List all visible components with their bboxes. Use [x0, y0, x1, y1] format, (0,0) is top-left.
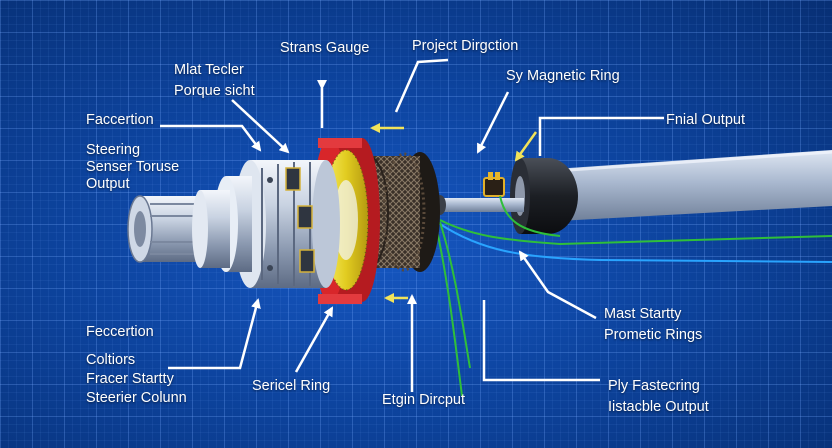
input-shaft [127, 190, 230, 268]
signal-wires [435, 195, 832, 397]
sensor-housing [214, 160, 340, 288]
label-mast-startty: Mast Startty Prometic Rings [604, 306, 703, 343]
label-facception-top: Faccertion [86, 112, 154, 128]
label-steering-sensor: Steering Senser Toruse Output [86, 142, 180, 192]
accent-arrows [370, 123, 538, 303]
label-facception-bottom: Feccertion [86, 324, 154, 340]
label-strain-gauge: Strans Gauge [280, 40, 370, 56]
label-project-direction: Project Dirgction [412, 38, 519, 54]
label-steering-column: Coltiors Fracer Startty Steerier Colunn [86, 352, 187, 406]
label-final-output: Fnial Output [666, 112, 745, 128]
label-serical-ring: Sericel Ring [252, 378, 331, 394]
label-mat-tecler: Mlat Tecler Porque sicht [174, 62, 255, 99]
label-etgin-dircput: Etgin Dircput [382, 392, 466, 408]
sensor-pickup [483, 172, 505, 197]
leader-lines [160, 58, 664, 392]
label-magnetic-ring: Sy Magnetic Ring [506, 68, 620, 84]
output-collar [510, 158, 578, 234]
label-ply-fastering: Ply Fastecring Iistacble Output [608, 378, 709, 415]
